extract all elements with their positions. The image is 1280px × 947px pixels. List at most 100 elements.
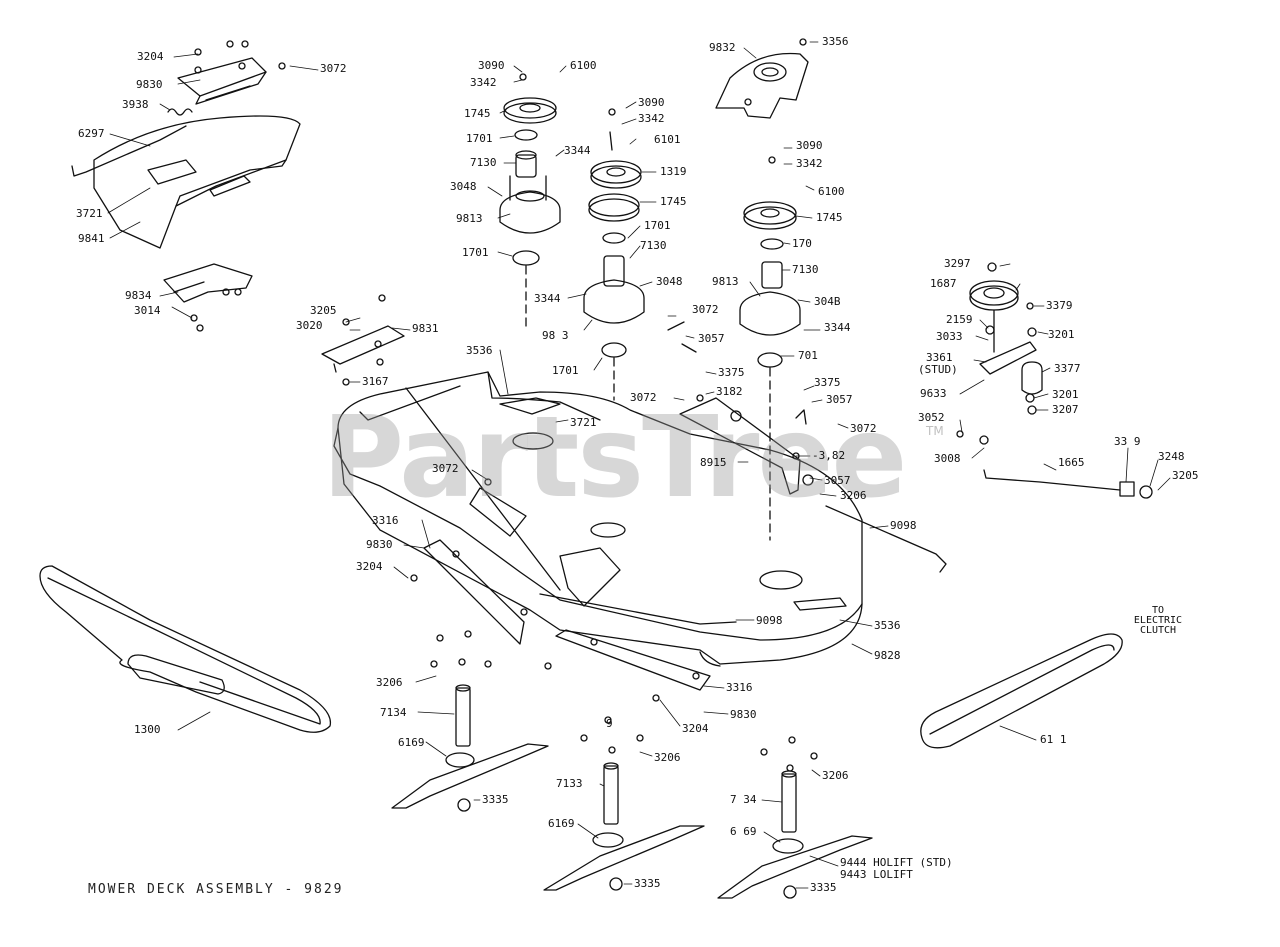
bracket-9834 bbox=[164, 264, 252, 302]
part-label: 9831 bbox=[412, 322, 439, 335]
part-label: 1701 bbox=[466, 132, 493, 145]
idler-pulley-1687 bbox=[970, 281, 1018, 352]
part-label: 3204 bbox=[682, 722, 709, 735]
part-label: 9443 LOLIFT bbox=[840, 868, 913, 881]
part-label: 3090 bbox=[638, 96, 665, 109]
part-label: 3536 bbox=[874, 619, 901, 632]
part-label: 3205 bbox=[310, 304, 337, 317]
part-label: 3057 bbox=[826, 393, 853, 406]
part-label: 7134 bbox=[380, 706, 407, 719]
part-label: 1701 bbox=[462, 246, 489, 259]
part-label: (STUD) bbox=[918, 363, 958, 376]
part-label: 61 1 bbox=[1040, 733, 1067, 746]
spring-3938 bbox=[168, 109, 192, 115]
part-label: 1319 bbox=[660, 165, 687, 178]
part-label: 3204 bbox=[356, 560, 383, 573]
part-label: 9830 bbox=[366, 538, 393, 551]
part-label: 3090 bbox=[796, 139, 823, 152]
part-label: 6169 bbox=[548, 817, 575, 830]
idler-arm-9633 bbox=[980, 342, 1042, 394]
part-label: 3057 bbox=[824, 474, 851, 487]
part-label: 3344 bbox=[824, 321, 851, 334]
part-label: 9830 bbox=[136, 78, 163, 91]
part-label: 9828 bbox=[874, 649, 901, 662]
part-label: 3316 bbox=[372, 514, 399, 527]
diagram-title: MOWER DECK ASSEMBLY - 9829 bbox=[88, 882, 344, 897]
part-label: 1745 bbox=[660, 195, 687, 208]
part-label: 3182 bbox=[716, 385, 743, 398]
part-label: 3057 bbox=[698, 332, 725, 345]
part-label: 3335 bbox=[634, 877, 661, 890]
part-label: 304B bbox=[814, 295, 841, 308]
leader-lines bbox=[108, 42, 1170, 888]
part-label: 3167 bbox=[362, 375, 389, 388]
part-label: 3206 bbox=[376, 676, 403, 689]
part-label: 3344 bbox=[564, 144, 591, 157]
part-label: 3361 bbox=[926, 351, 953, 364]
blade-assembly-left bbox=[392, 685, 548, 811]
part-label: 3375 bbox=[718, 366, 745, 379]
part-label: 3342 bbox=[470, 76, 497, 89]
part-label: 6297 bbox=[78, 127, 105, 140]
part-label: 170 bbox=[792, 237, 812, 250]
part-label: 3048 bbox=[450, 180, 477, 193]
blade-assembly-right bbox=[718, 771, 872, 898]
part-label: 7130 bbox=[640, 239, 667, 252]
spindle-assembly-left bbox=[500, 98, 560, 330]
part-label: 3204 bbox=[137, 50, 164, 63]
part-label: 3375 bbox=[814, 376, 841, 389]
part-label: 7 34 bbox=[730, 793, 757, 806]
spindle-assembly-center bbox=[584, 132, 644, 400]
part-label: 98 3 bbox=[542, 329, 569, 342]
part-label: 3033 bbox=[936, 330, 963, 343]
part-label: 1300 bbox=[134, 723, 161, 736]
part-label: 3072 bbox=[630, 391, 657, 404]
electric-clutch-note: TO ELECTRIC CLUTCH bbox=[1118, 606, 1198, 636]
part-label: 3335 bbox=[810, 881, 837, 894]
part-label: 3072 bbox=[692, 303, 719, 316]
part-label: 3335 bbox=[482, 793, 509, 806]
part-label: 3379 bbox=[1046, 299, 1073, 312]
part-label: 3356 bbox=[822, 35, 849, 48]
part-label: 1745 bbox=[464, 107, 491, 120]
part-label: 6 69 bbox=[730, 825, 757, 838]
part-label: 3206 bbox=[654, 751, 681, 764]
part-label: 6101 bbox=[654, 133, 681, 146]
part-label: 3938 bbox=[122, 98, 149, 111]
part-label: 3297 bbox=[944, 257, 971, 270]
belt-6111 bbox=[921, 634, 1122, 748]
part-label: 3206 bbox=[840, 489, 867, 502]
part-label: 3248 bbox=[1158, 450, 1185, 463]
part-label: 701 bbox=[798, 349, 818, 362]
belt-cover-9841 bbox=[94, 116, 300, 248]
part-label: 8915 bbox=[700, 456, 727, 469]
note-line: ELECTRIC bbox=[1133, 615, 1183, 626]
baffle-9830 bbox=[424, 540, 710, 690]
part-label: 1701 bbox=[552, 364, 579, 377]
part-label: 33 9 bbox=[1114, 435, 1141, 448]
part-label: 3344 bbox=[534, 292, 561, 305]
hardware-bolts bbox=[191, 39, 1036, 771]
note-line: TO bbox=[1151, 605, 1165, 616]
part-label: 3377 bbox=[1054, 362, 1081, 375]
part-label: 3014 bbox=[134, 304, 161, 317]
part-label: 3072 bbox=[320, 62, 347, 75]
part-label: -3,82 bbox=[812, 449, 846, 462]
part-label: 7130 bbox=[792, 263, 819, 276]
lift-rod-1665 bbox=[984, 470, 1152, 498]
part-label: 3206 bbox=[822, 769, 849, 782]
mower-deck-9828 bbox=[334, 372, 862, 666]
part-label: 3201 bbox=[1052, 388, 1079, 401]
part-label: 9813 bbox=[456, 212, 483, 225]
part-label: 3536 bbox=[466, 344, 493, 357]
part-label: 6100 bbox=[818, 185, 845, 198]
part-label: 9813 bbox=[712, 275, 739, 288]
trademark-mark: TM bbox=[926, 424, 944, 438]
part-label: 3205 bbox=[1172, 469, 1199, 482]
part-label: 3201 bbox=[1048, 328, 1075, 341]
part-label: 3048 bbox=[656, 275, 683, 288]
part-label: 3020 bbox=[296, 319, 323, 332]
part-label: 2159 bbox=[946, 313, 973, 326]
rod-6297 bbox=[72, 126, 186, 176]
